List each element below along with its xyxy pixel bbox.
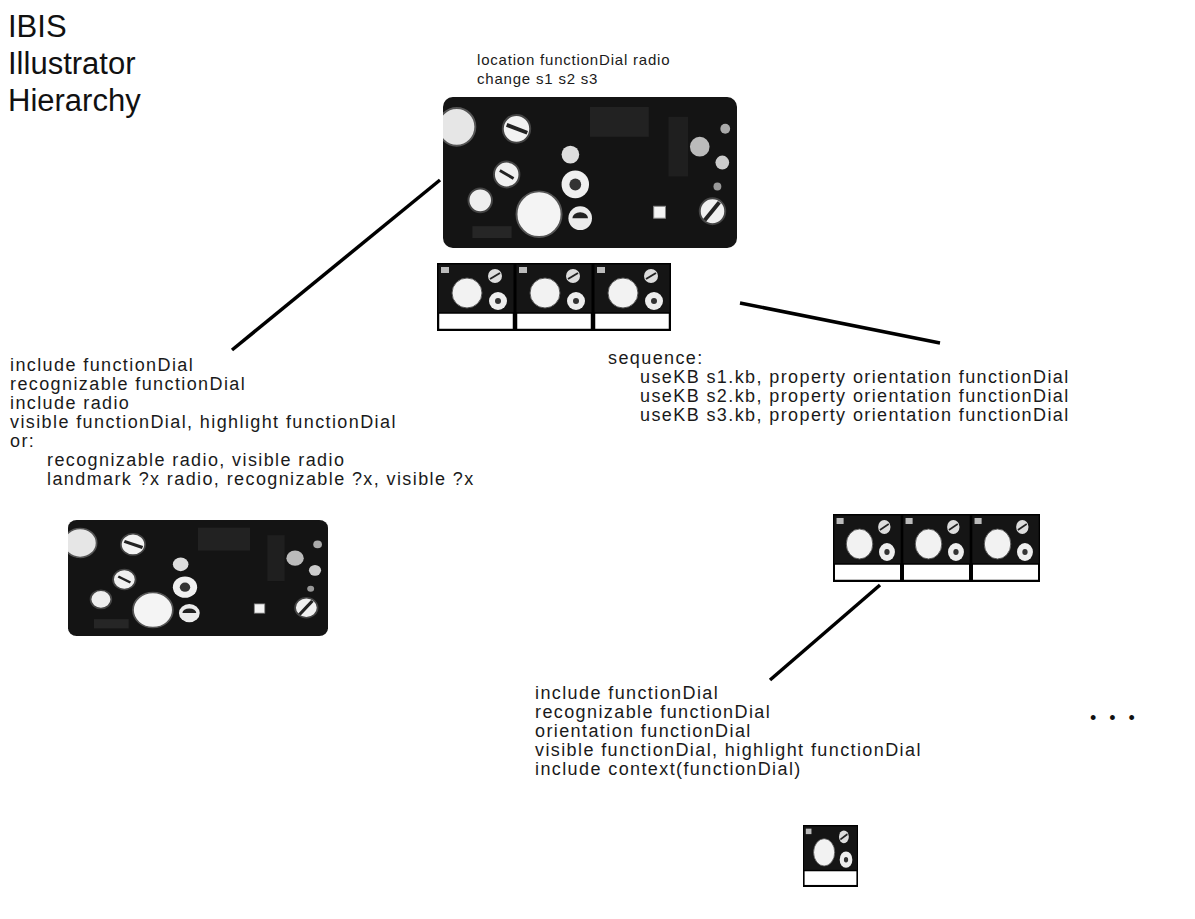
spec-line: useKB s1.kb, property orientation functi… xyxy=(640,368,1070,387)
spec-line: useKB s2.kb, property orientation functi… xyxy=(640,387,1070,406)
spec-line: recognizable functionDial xyxy=(10,375,246,394)
illustrator-node: location functionDial radiochange s1 s2 … xyxy=(440,48,740,333)
spec-line: recognizable radio, visible radio xyxy=(47,451,345,470)
spec-line: include functionDial xyxy=(535,684,719,703)
ellipsis-label: • • • xyxy=(1090,708,1139,729)
spec-line: orientation functionDial xyxy=(535,722,752,741)
spec-line: landmark ?x radio, recognizable ?x, visi… xyxy=(47,470,475,489)
diagram-title: IBIS Illustrator Hierarchy xyxy=(8,8,178,119)
connector-line xyxy=(770,585,880,680)
connector-line xyxy=(232,180,440,350)
spec-line: or: xyxy=(10,432,35,451)
illustrator-node: include functionDialrecognizable functio… xyxy=(530,680,930,890)
illustrator-node: sequence:useKB s1.kb, property orientati… xyxy=(605,343,1078,585)
spec-line: include radio xyxy=(10,394,130,413)
spec-line: include context(functionDial) xyxy=(535,760,802,779)
connector-line xyxy=(740,303,940,343)
spec-line: location functionDial radio xyxy=(477,50,670,69)
spec-line: visible functionDial, highlight function… xyxy=(535,741,922,760)
spec-line: recognizable functionDial xyxy=(535,703,771,722)
spec-line: visible functionDial, highlight function… xyxy=(10,413,397,432)
spec-line: include functionDial xyxy=(10,356,194,375)
spec-line: sequence: xyxy=(608,349,704,368)
spec-line: change s1 s2 s3 xyxy=(477,69,598,88)
spec-line: useKB s3.kb, property orientation functi… xyxy=(640,406,1070,425)
illustrator-node: include functionDialrecognizable functio… xyxy=(8,350,483,640)
